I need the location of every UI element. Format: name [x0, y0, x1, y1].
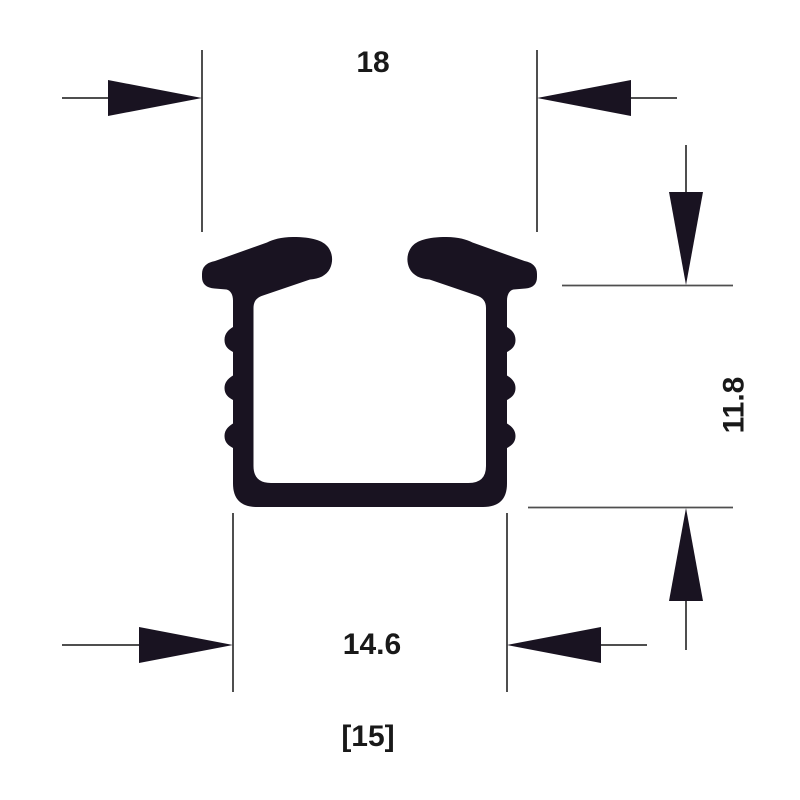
profile-cross-section-shape [202, 237, 537, 507]
arrowhead-right-icon [108, 80, 202, 116]
dimension-bottom-width: 14.6 [62, 513, 647, 692]
dimension-height: 11.8 [528, 145, 751, 650]
arrowhead-left-icon [507, 627, 601, 663]
arrowhead-right-icon [139, 627, 233, 663]
arrowhead-down-icon [669, 192, 703, 285]
dimension-top-width: 18 [62, 46, 677, 232]
dimension-label-height: 11.8 [718, 377, 751, 434]
reference-label: [15] [341, 720, 394, 753]
arrowhead-up-icon [669, 508, 703, 601]
dimension-label-top-width: 18 [356, 46, 389, 79]
dimension-label-bottom-width: 14.6 [343, 628, 401, 661]
arrowhead-left-icon [537, 80, 631, 116]
